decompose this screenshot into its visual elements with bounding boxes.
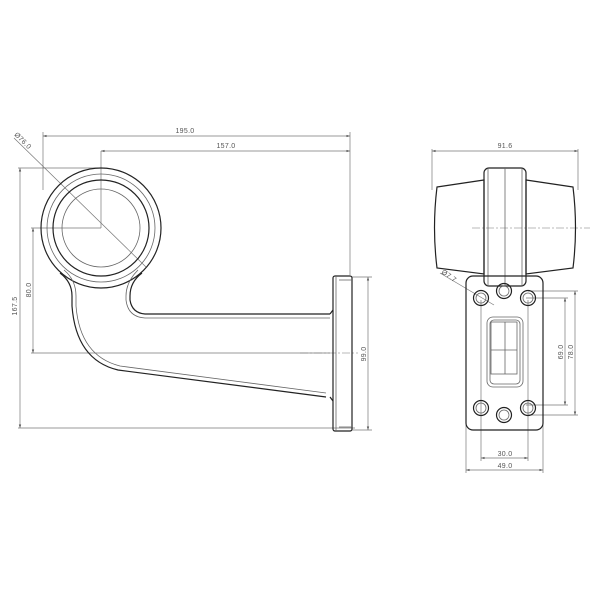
- dim-hole-spacing-outer: 78.0: [568, 345, 575, 360]
- dim-overall-width: 195.0: [175, 128, 194, 135]
- dim-lamp-center-drop: 80.0: [26, 283, 33, 298]
- dim-lamp-width: 91.6: [498, 143, 513, 150]
- dim-mount-height: 99.0: [361, 347, 368, 362]
- bracket-arm: [59, 269, 330, 398]
- base-plate-front: [465, 275, 544, 431]
- hole-top-center: [495, 282, 513, 300]
- dim-lens-diameter: Ø76.0: [13, 131, 33, 151]
- hole-top-left: [472, 289, 490, 307]
- lamp-body-front: [433, 167, 577, 287]
- lamp-ring: [40, 167, 162, 289]
- dim-overall-height: 167.5: [12, 296, 19, 315]
- hole-bottom-left: [472, 399, 490, 417]
- dim-hole-diameter: Ø7.7: [440, 269, 457, 284]
- dim-hole-spacing-inner: 69.0: [558, 345, 565, 360]
- front-view: 91.6 Ø7.7 69.0 78.0 30.0 49.0: [431, 143, 590, 473]
- front-dimension-lines: [431, 149, 590, 473]
- side-dimension-lines: [13, 132, 372, 431]
- dim-hole-spacing-horizontal: 30.0: [498, 451, 513, 458]
- hole-top-right: [519, 289, 537, 307]
- mounting-holes: [472, 282, 537, 424]
- hole-bottom-right: [519, 399, 537, 417]
- side-view: 195.0 157.0 Ø76.0 167.5 80.0 99.0: [12, 128, 372, 432]
- dim-base-width: 49.0: [498, 463, 513, 470]
- mounting-plate: [329, 275, 353, 432]
- dim-lamp-center-to-mount: 157.0: [216, 143, 235, 150]
- hole-bottom-center: [495, 406, 513, 424]
